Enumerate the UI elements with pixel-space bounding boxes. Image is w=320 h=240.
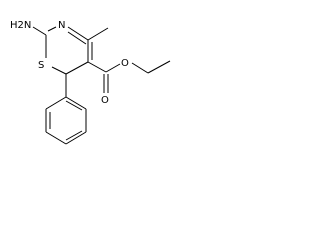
ester-oxygen-label: O bbox=[121, 58, 129, 69]
bond-n3-c4 bbox=[67, 26, 89, 41]
bond-ester-o-ethyl bbox=[131, 62, 149, 74]
phenyl-bond-4 bbox=[65, 131, 87, 145]
phenyl-bond-1 bbox=[45, 96, 67, 110]
phenyl-bond-3 bbox=[45, 131, 67, 145]
bond-carbonyl-ester-o bbox=[105, 63, 121, 73]
phenyl-double-3 bbox=[65, 100, 83, 111]
bond-c2-amine bbox=[32, 26, 47, 36]
bond-s1-c6 bbox=[51, 66, 67, 75]
bond-n3-c4-double bbox=[67, 31, 87, 45]
phenyl-bond-6 bbox=[65, 96, 87, 110]
amine-label: H2N bbox=[10, 20, 31, 31]
bond-c5-carbonyl bbox=[87, 61, 107, 73]
ring-nitrogen-label: N bbox=[58, 20, 65, 31]
bond-n3-c2 bbox=[47, 26, 57, 32]
bond-c6-c5 bbox=[65, 61, 89, 75]
chemical-structure-canvas: H2N N S O O bbox=[0, 0, 183, 162]
bond-ethyl-ch2-ch3 bbox=[147, 60, 171, 74]
bond-c4-methyl bbox=[87, 27, 109, 41]
molecule-drawing: H2N N S O O bbox=[10, 20, 171, 145]
phenyl-double-2 bbox=[65, 130, 83, 141]
ring-sulfur-label: S bbox=[38, 60, 44, 71]
carbonyl-oxygen-label: O bbox=[101, 95, 109, 106]
